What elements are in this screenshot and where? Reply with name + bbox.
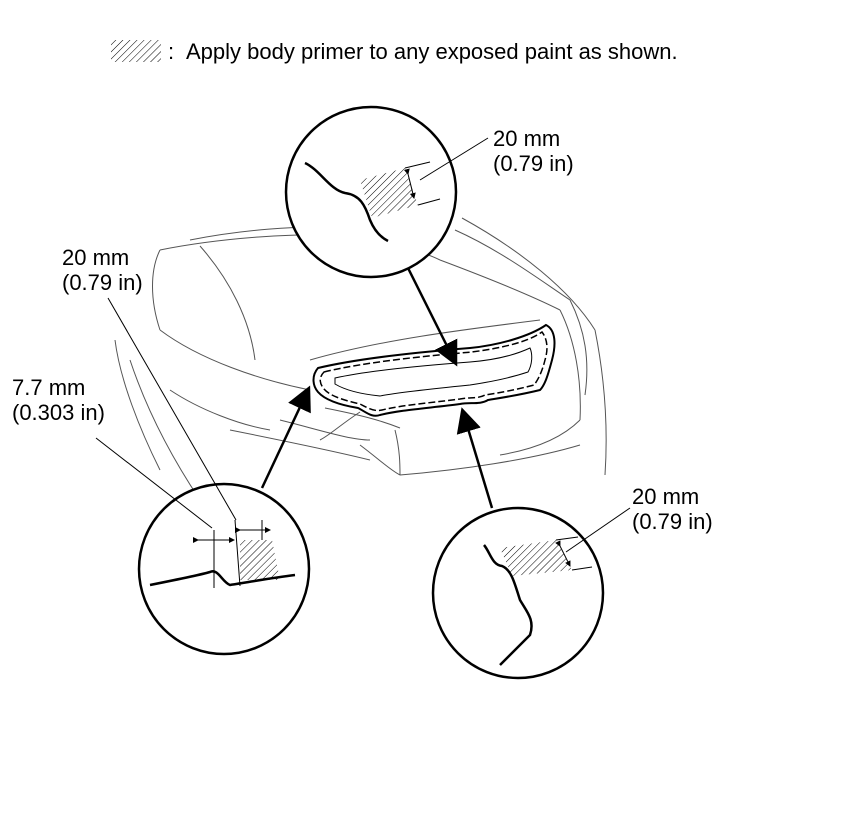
detail-circle-right — [431, 506, 631, 680]
leader-arrow-top — [406, 267, 458, 367]
hatch-swatch-icon — [111, 40, 161, 62]
detail-circle-left — [95, 297, 311, 656]
legend-separator: : — [168, 39, 175, 64]
callout-top-metric: 20 mm — [493, 126, 561, 151]
callout-top-imperial: (0.79 in) — [493, 151, 574, 176]
trunk-opening-flange — [312, 323, 556, 417]
callout-top: 20 mm (0.79 in) — [493, 126, 574, 176]
leader-arrow-right — [456, 407, 494, 509]
leader-arrow-left — [260, 385, 311, 489]
callout-left-lower: 7.7 mm (0.303 in) — [12, 375, 105, 425]
callout-left-lower-metric: 7.7 mm — [12, 375, 86, 400]
callout-right-metric: 20 mm — [632, 484, 700, 509]
callout-left-lower-imperial: (0.303 in) — [12, 400, 105, 425]
vehicle-rear-outline — [114, 217, 607, 501]
detail-circle-top — [284, 105, 489, 279]
callout-right-imperial: (0.79 in) — [632, 509, 713, 534]
legend-description: Apply body primer to any exposed paint a… — [186, 39, 678, 64]
callout-right: 20 mm (0.79 in) — [632, 484, 713, 534]
callout-left-upper-metric: 20 mm — [62, 245, 130, 270]
callout-left-upper-imperial: (0.79 in) — [62, 270, 143, 295]
callout-left-upper: 20 mm (0.79 in) — [62, 245, 143, 295]
